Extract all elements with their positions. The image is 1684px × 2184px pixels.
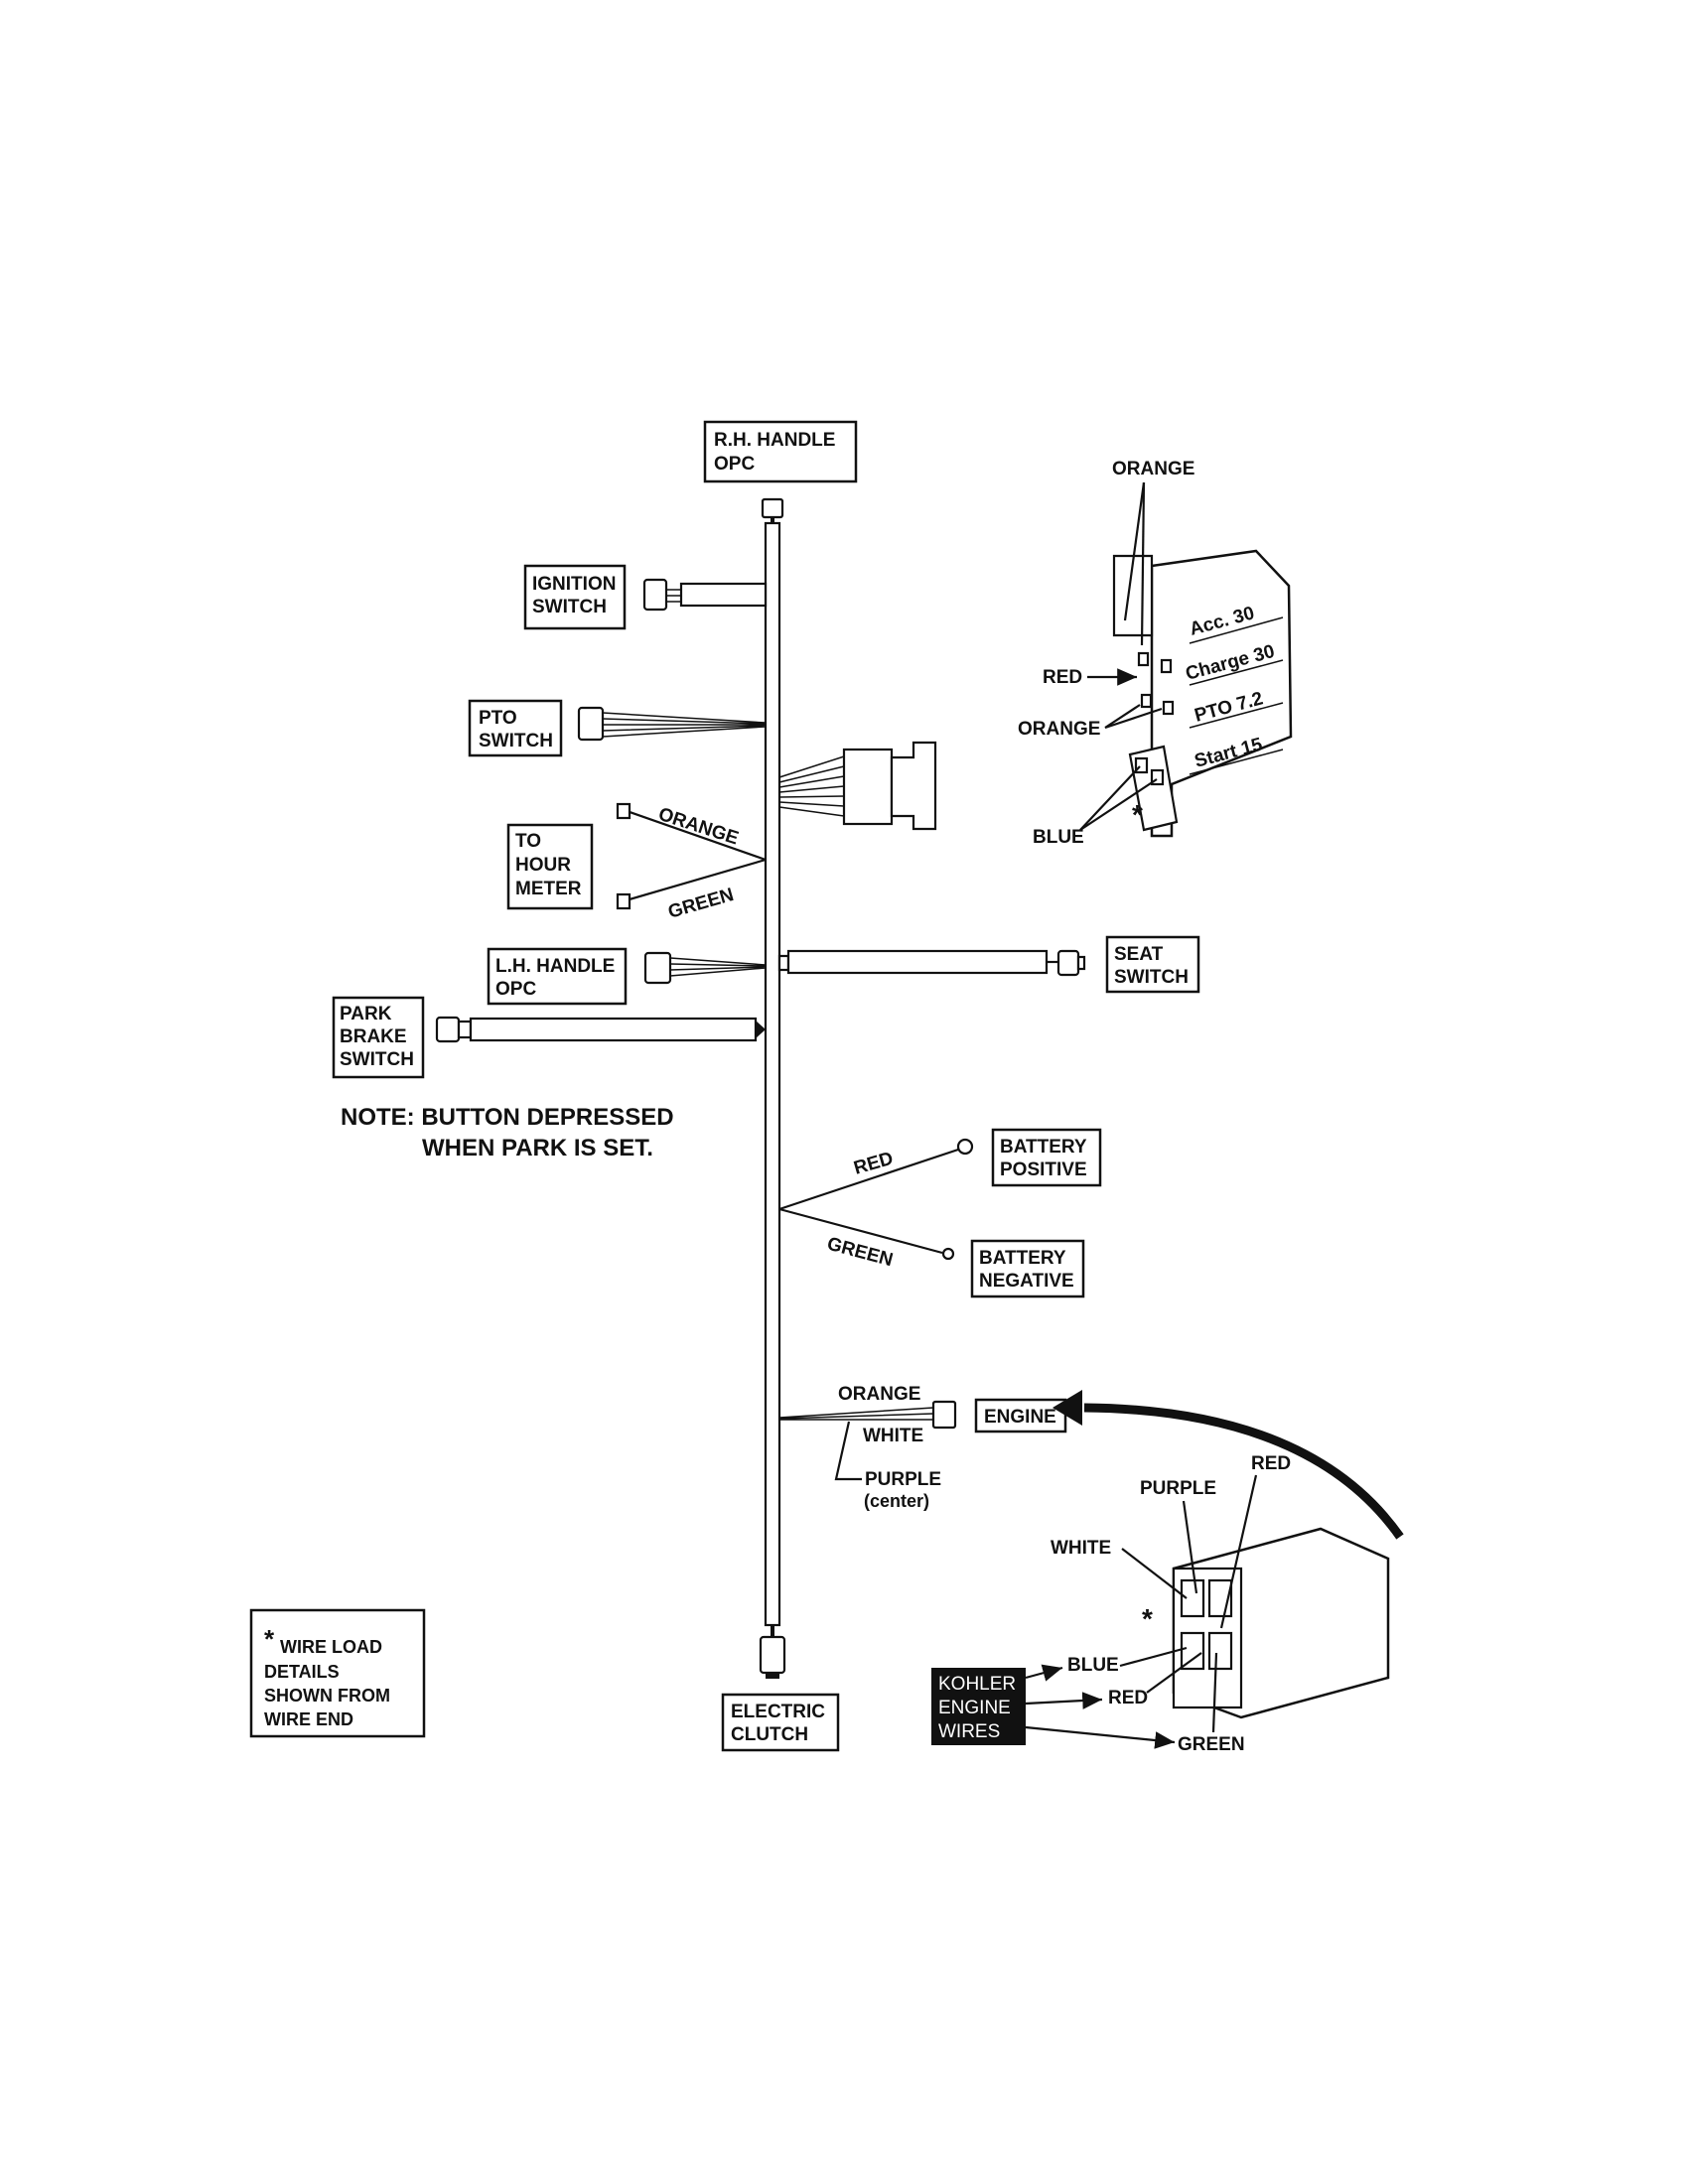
battery-negative-label-2: NEGATIVE — [979, 1271, 1074, 1292]
pto-label-1: PTO — [479, 708, 517, 729]
plug-purple: PURPLE — [1140, 1478, 1216, 1499]
lh-handle-branch: L.H. HANDLE OPC — [487, 947, 767, 1006]
battery-red-label: RED — [852, 1149, 896, 1179]
hour-meter-label-3: METER — [515, 879, 582, 899]
ignition-label-2: SWITCH — [532, 597, 607, 617]
park-brake-label-1: PARK — [340, 1004, 392, 1024]
plug-red-bottom: RED — [1108, 1688, 1148, 1708]
engine-label: ENGINE — [984, 1407, 1056, 1428]
pto-label-2: SWITCH — [479, 731, 553, 751]
hour-green-label: GREEN — [666, 885, 737, 923]
main-harness — [759, 497, 786, 1679]
lh-handle-label-2: OPC — [495, 979, 536, 1000]
legend-line-1: WIRE LOAD — [280, 1637, 382, 1657]
rh-handle-label-2: OPC — [714, 454, 755, 475]
plug-blue: BLUE — [1067, 1655, 1119, 1676]
legend-asterisk: * — [264, 1624, 275, 1654]
switch-module-detail: Acc. 30 Charge 30 PTO 7.2 Start 15 ORANG… — [1018, 459, 1293, 848]
hour-meter-label-1: TO — [515, 831, 541, 852]
park-brake-label-3: SWITCH — [340, 1049, 414, 1070]
park-brake-label-2: BRAKE — [340, 1026, 407, 1047]
hour-meter-label-2: HOUR — [515, 855, 571, 876]
kohler-label-2: ENGINE — [938, 1698, 1011, 1718]
plug-white: WHITE — [1051, 1538, 1111, 1559]
kohler-label-1: KOHLER — [938, 1674, 1016, 1695]
park-brake-branch: PARK BRAKE SWITCH — [332, 996, 766, 1079]
module-asterisk: * — [1132, 799, 1143, 830]
module-orange-top: ORANGE — [1112, 459, 1194, 479]
engine-orange-label: ORANGE — [838, 1384, 920, 1405]
ignition-switch-branch: IGNITION SWITCH — [523, 564, 768, 630]
engine-branch: ORANGE WHITE PURPLE (center) ENGINE — [778, 1384, 1067, 1511]
pto-switch-branch: PTO SWITCH — [468, 699, 767, 757]
seat-switch-branch: SEAT SWITCH — [777, 935, 1200, 994]
legend-line-4: WIRE END — [264, 1709, 353, 1729]
engine-purple-label: PURPLE — [865, 1469, 941, 1490]
battery-green-label: GREEN — [825, 1234, 896, 1272]
battery-branch: RED GREEN BATTERY POSITIVE BATTERY NEGAT… — [778, 1128, 1102, 1298]
kohler-label-3: WIRES — [938, 1721, 1000, 1742]
hour-meter-branch: TO HOUR METER ORANGE GREEN — [506, 802, 767, 923]
hour-orange-label: ORANGE — [655, 804, 741, 850]
battery-positive-label-1: BATTERY — [1000, 1137, 1087, 1158]
module-red: RED — [1043, 667, 1082, 688]
ignition-label-1: IGNITION — [532, 574, 616, 595]
module-blue: BLUE — [1033, 827, 1084, 848]
electric-clutch-label-box: ELECTRIC CLUTCH — [721, 1693, 840, 1752]
rh-handle-label-1: R.H. HANDLE — [714, 430, 835, 451]
park-note: NOTE: BUTTON DEPRESSED WHEN PARK IS SET. — [341, 1104, 674, 1161]
wire-load-legend: * WIRE LOAD DETAILS SHOWN FROM WIRE END — [249, 1608, 426, 1738]
note-line-1: NOTE: BUTTON DEPRESSED — [341, 1104, 674, 1131]
note-line-2: WHEN PARK IS SET. — [422, 1135, 653, 1161]
plug-green: GREEN — [1178, 1734, 1245, 1755]
legend-line-3: SHOWN FROM — [264, 1686, 390, 1706]
seat-label-2: SWITCH — [1114, 967, 1189, 988]
engine-white-label: WHITE — [863, 1426, 923, 1446]
plug-red-top: RED — [1251, 1453, 1291, 1474]
clutch-label-1: ELECTRIC — [731, 1702, 825, 1722]
battery-positive-label-2: POSITIVE — [1000, 1160, 1087, 1180]
switch-module-plug — [778, 741, 937, 831]
clutch-label-2: CLUTCH — [731, 1724, 808, 1745]
plug-asterisk: * — [1142, 1603, 1153, 1634]
legend-line-2: DETAILS — [264, 1662, 340, 1682]
rh-handle-connector: R.H. HANDLE OPC — [703, 420, 858, 483]
seat-label-1: SEAT — [1114, 944, 1164, 965]
battery-negative-label-1: BATTERY — [979, 1248, 1066, 1269]
engine-purple-note: (center) — [864, 1491, 929, 1511]
module-orange-mid: ORANGE — [1018, 719, 1100, 740]
lh-handle-label-1: L.H. HANDLE — [495, 956, 615, 977]
engine-plug-detail: RED PURPLE WHITE * KOHLER ENGINE WIRES B… — [931, 1390, 1404, 1755]
